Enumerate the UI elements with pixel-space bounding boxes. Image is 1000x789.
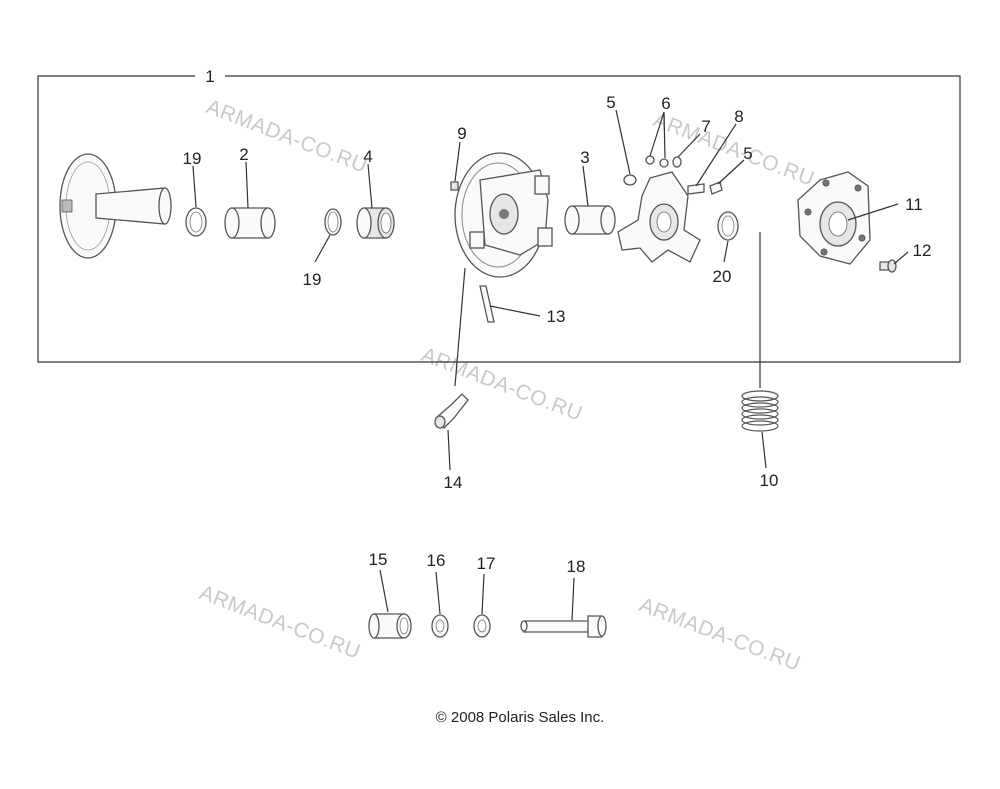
leader-lines bbox=[192, 109, 909, 621]
ring-20-part bbox=[717, 211, 739, 241]
bushing-15-part bbox=[368, 613, 412, 639]
weight-14-part bbox=[434, 393, 469, 429]
callout-5-right: 5 bbox=[743, 144, 752, 163]
bushing-3-part bbox=[564, 205, 616, 235]
screw-9-part bbox=[450, 181, 459, 191]
ring-19-upper-part bbox=[185, 207, 207, 237]
callout-15: 15 bbox=[369, 550, 388, 569]
callout-18: 18 bbox=[567, 557, 586, 576]
callout-5-left: 5 bbox=[606, 93, 615, 112]
callout-4: 4 bbox=[363, 147, 372, 166]
callout-1: 1 bbox=[205, 67, 214, 86]
watermark-4: ARMADA-CO.RU bbox=[196, 581, 363, 664]
callout-7: 7 bbox=[701, 117, 710, 136]
moveable-sheave-part bbox=[454, 152, 553, 278]
callout-10: 10 bbox=[760, 471, 779, 490]
callout-19-upper: 19 bbox=[183, 149, 202, 168]
callout-12: 12 bbox=[913, 241, 932, 260]
washer-7-part bbox=[672, 156, 682, 168]
callout-17: 17 bbox=[477, 554, 496, 573]
callout-20: 20 bbox=[713, 267, 732, 286]
screw-12-part bbox=[879, 259, 897, 273]
assembly-frame bbox=[37, 75, 961, 363]
callout-11: 11 bbox=[905, 195, 923, 214]
callout-labels: 1 2 3 4 5 5 6 7 8 9 10 11 12 13 14 15 16… bbox=[183, 67, 932, 576]
copyright-notice: © 2008 Polaris Sales Inc. bbox=[436, 709, 605, 726]
bolt-18-part bbox=[520, 615, 607, 638]
watermark-1: ARMADA-CO.RU bbox=[203, 95, 370, 178]
pin-13-part bbox=[479, 285, 495, 323]
watermark-5: ARMADA-CO.RU bbox=[636, 593, 803, 676]
button-5-right-part bbox=[709, 181, 723, 195]
button-5-left-part bbox=[623, 174, 637, 186]
callout-9: 9 bbox=[457, 124, 466, 143]
callout-19-lower: 19 bbox=[303, 270, 322, 289]
bushing-4-part bbox=[356, 207, 395, 239]
callout-16: 16 bbox=[427, 551, 446, 570]
pin-8-part bbox=[687, 183, 705, 195]
ring-19-lower-part bbox=[324, 208, 342, 236]
bushing-2-part bbox=[224, 207, 276, 239]
callout-14: 14 bbox=[444, 473, 463, 492]
callout-6: 6 bbox=[661, 94, 670, 113]
washer-17-part bbox=[473, 614, 491, 638]
washer-16-part bbox=[431, 614, 449, 638]
spring-10-part bbox=[741, 390, 779, 432]
callout-13: 13 bbox=[547, 307, 566, 326]
callout-2: 2 bbox=[239, 145, 248, 164]
spider-part bbox=[617, 171, 701, 263]
cover-11-part bbox=[797, 171, 871, 265]
fixed-sheave-part bbox=[59, 153, 172, 259]
callout-8: 8 bbox=[734, 107, 743, 126]
callout-3: 3 bbox=[580, 148, 589, 167]
